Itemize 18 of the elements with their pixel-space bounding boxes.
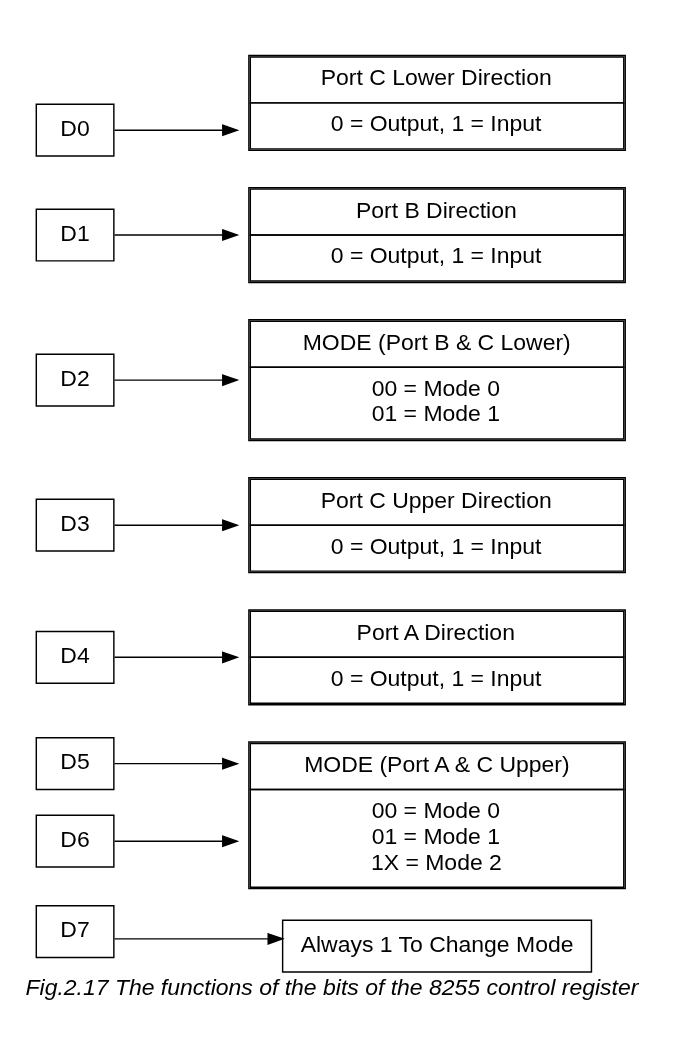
arrow: [113, 757, 240, 770]
arrow: [113, 123, 240, 136]
node-box: D6: [35, 814, 115, 868]
node-box: D7: [35, 904, 115, 958]
node-box: D4: [35, 630, 115, 684]
arrow: [113, 932, 285, 945]
node-box: D3: [35, 498, 115, 552]
caption: Fig.2.17 The functions of the bits of the 8255 control register: [25, 973, 639, 1000]
node-box: Always 1 To Change Mode: [281, 919, 593, 973]
node-box: D1: [35, 207, 115, 262]
arrow: [113, 834, 240, 847]
node-box: D0: [35, 103, 115, 157]
arrow: [113, 650, 240, 663]
arrow: [113, 518, 240, 531]
node-box: D2: [35, 353, 115, 407]
node-box: D5: [35, 736, 115, 790]
arrow: [113, 228, 240, 241]
arrow: [113, 373, 240, 386]
